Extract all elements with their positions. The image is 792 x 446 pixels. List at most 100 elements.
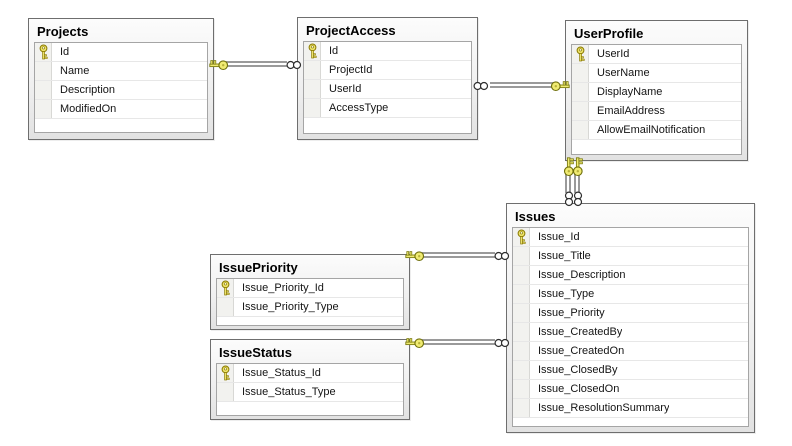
empty-row xyxy=(217,317,403,325)
column-row[interactable]: Issue_Status_Id xyxy=(217,364,403,383)
column-row[interactable]: EmailAddress xyxy=(572,102,741,121)
table-title[interactable]: IssueStatus xyxy=(219,345,292,360)
column-row[interactable]: AllowEmailNotification xyxy=(572,121,741,140)
row-selector xyxy=(513,361,530,379)
relation-line xyxy=(574,173,580,193)
empty-row xyxy=(304,118,471,133)
column-row[interactable]: Issue_Status_Type xyxy=(217,383,403,402)
primary-key-icon xyxy=(39,44,48,60)
column-name: Issue_ResolutionSummary xyxy=(538,402,670,414)
column-row[interactable]: Name xyxy=(35,62,207,81)
column-name: UserId xyxy=(597,48,630,60)
key-one-end-icon xyxy=(562,157,576,177)
column-row[interactable]: Issue_Id xyxy=(513,228,748,247)
column-name: ModifiedOn xyxy=(60,103,117,115)
key-one-end-icon xyxy=(209,58,229,72)
key-one-end-icon xyxy=(405,336,425,350)
empty-row xyxy=(513,418,748,426)
empty-row xyxy=(572,140,741,154)
relation-issuepriority-issues[interactable] xyxy=(405,247,510,265)
row-selector xyxy=(572,121,589,139)
column-row[interactable]: Issue_Priority_Id xyxy=(217,279,403,298)
column-row[interactable]: Description xyxy=(35,81,207,100)
column-row[interactable]: Issue_Type xyxy=(513,285,748,304)
column-row[interactable]: Issue_CreatedOn xyxy=(513,342,748,361)
column-row[interactable]: ModifiedOn xyxy=(35,100,207,119)
table-title[interactable]: Issues xyxy=(515,209,556,224)
relation-projectaccess-userprofile[interactable] xyxy=(473,77,570,95)
row-selector xyxy=(304,80,321,98)
row-selector xyxy=(572,102,589,120)
column-name: Id xyxy=(60,46,70,58)
column-row[interactable]: Issue_Title xyxy=(513,247,748,266)
infinity-many-end-icon xyxy=(494,250,510,262)
primary-key-icon xyxy=(221,280,230,296)
key-one-end-icon xyxy=(405,249,425,263)
column-row[interactable]: Issue_Priority xyxy=(513,304,748,323)
column-row[interactable]: UserId xyxy=(304,80,471,99)
relation-line xyxy=(422,252,495,258)
column-row[interactable]: ProjectId xyxy=(304,61,471,80)
column-name: Issue_Priority_Id xyxy=(242,282,324,294)
infinity-many-end-icon xyxy=(572,191,584,207)
column-name: DisplayName xyxy=(597,86,663,98)
table-title[interactable]: Projects xyxy=(37,24,89,39)
row-selector xyxy=(35,81,52,99)
primary-key-icon xyxy=(308,43,317,59)
column-name: Issue_Status_Type xyxy=(242,386,336,398)
column-name: Issue_Type xyxy=(538,288,595,300)
row-selector xyxy=(513,399,530,417)
row-selector xyxy=(513,266,530,284)
column-row[interactable]: DisplayName xyxy=(572,83,741,102)
column-row[interactable]: Issue_Priority_Type xyxy=(217,298,403,317)
relation-userprofile-issues-1[interactable] xyxy=(560,157,578,207)
column-row[interactable]: Issue_ResolutionSummary xyxy=(513,399,748,418)
row-selector xyxy=(304,99,321,117)
table-title[interactable]: ProjectAccess xyxy=(306,23,396,38)
table-title[interactable]: UserProfile xyxy=(574,26,644,41)
relation-line xyxy=(490,82,555,88)
primary-key-cell xyxy=(217,364,234,382)
infinity-many-end-icon xyxy=(286,59,302,71)
column-name: Id xyxy=(329,45,339,57)
column-name: Issue_ClosedOn xyxy=(538,383,620,395)
primary-key-cell xyxy=(217,279,234,297)
relation-projects-projectaccess[interactable] xyxy=(209,56,302,74)
row-selector xyxy=(304,61,321,79)
row-selector xyxy=(572,64,589,82)
key-one-end-icon xyxy=(571,157,585,177)
column-row[interactable]: Issue_ClosedOn xyxy=(513,380,748,399)
column-name: UserId xyxy=(329,83,362,95)
column-row[interactable]: Issue_Description xyxy=(513,266,748,285)
relation-issuestatus-issues[interactable] xyxy=(405,334,510,352)
column-name: Issue_Priority xyxy=(538,307,605,319)
column-row[interactable]: Id xyxy=(35,43,207,62)
column-row[interactable]: AccessType xyxy=(304,99,471,118)
empty-row xyxy=(35,119,207,132)
column-name: Issue_CreatedOn xyxy=(538,345,625,357)
column-row[interactable]: UserName xyxy=(572,64,741,83)
primary-key-icon xyxy=(576,46,585,62)
infinity-many-end-icon xyxy=(473,80,489,92)
row-selector xyxy=(513,380,530,398)
row-selector xyxy=(35,100,52,118)
column-row[interactable]: UserId xyxy=(572,45,741,64)
table-title[interactable]: IssuePriority xyxy=(219,260,298,275)
relation-userprofile-issues-2[interactable] xyxy=(569,157,587,207)
column-row[interactable]: Issue_ClosedBy xyxy=(513,361,748,380)
column-name: EmailAddress xyxy=(597,105,665,117)
row-selector xyxy=(217,298,234,316)
key-one-end-icon xyxy=(550,79,570,93)
column-name: Issue_Title xyxy=(538,250,591,262)
column-row[interactable]: Id xyxy=(304,42,471,61)
column-row[interactable]: Issue_CreatedBy xyxy=(513,323,748,342)
